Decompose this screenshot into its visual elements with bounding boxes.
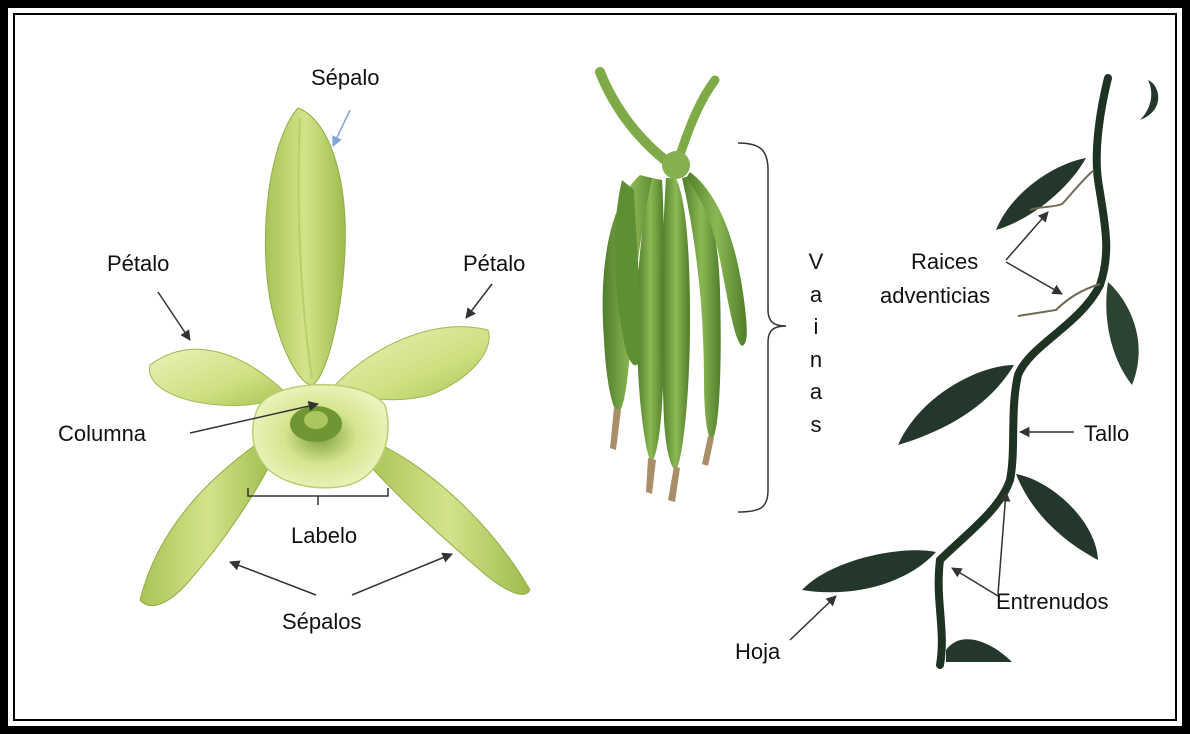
lower-right-sepal — [365, 440, 530, 594]
label-petalo-left: Pétalo — [107, 252, 169, 276]
vainas-letter: i — [806, 311, 826, 344]
vainas-letter: s — [806, 409, 826, 442]
label-vainas: V a i n a s — [806, 246, 826, 441]
label-columna: Columna — [58, 422, 146, 446]
label-hoja: Hoja — [735, 640, 780, 664]
label-petalo-right: Pétalo — [463, 252, 525, 276]
label-sepalo: Sépalo — [311, 66, 380, 90]
left-petal — [149, 349, 285, 405]
pod-stem-left — [600, 72, 665, 160]
entrenudos-arrow-upper — [998, 492, 1006, 594]
label-sepalos: Sépalos — [282, 610, 362, 634]
pod-stem-right — [680, 80, 715, 155]
vainas-letter: V — [806, 246, 826, 279]
vine-stem — [939, 78, 1108, 665]
lower-left-sepal — [140, 440, 275, 606]
hoja-arrow — [790, 596, 836, 640]
label-tallo: Tallo — [1084, 422, 1129, 446]
sepalo-arrow — [333, 110, 350, 146]
label-raices: Raices — [911, 250, 978, 274]
leaf-lower-left — [802, 550, 936, 592]
leaf-right-lower — [1016, 474, 1098, 560]
leaf-right-upper — [1106, 282, 1138, 385]
top-sepal — [265, 108, 345, 385]
leaf-mid-left — [898, 365, 1014, 445]
leaf-bottom — [946, 639, 1012, 662]
raices-arrow-lower — [1006, 262, 1062, 294]
vanilla-vine — [802, 78, 1158, 665]
petalo-right-arrow — [466, 284, 492, 318]
vainas-letter: a — [806, 279, 826, 312]
entrenudos-arrow-lower — [952, 568, 998, 596]
petalo-left-arrow — [158, 292, 190, 340]
top-hook — [1140, 80, 1158, 120]
label-entrenudos: Entrenudos — [996, 590, 1109, 614]
vainas-letter: a — [806, 376, 826, 409]
vainas-letter: n — [806, 344, 826, 377]
vanilla-pods — [600, 72, 747, 502]
labelo-bracket — [248, 488, 388, 505]
label-adventicias: adventicias — [880, 284, 990, 308]
label-labelo: Labelo — [291, 524, 357, 548]
sepalos-arrow-left — [230, 562, 316, 595]
sepalos-arrow-right — [352, 554, 452, 595]
